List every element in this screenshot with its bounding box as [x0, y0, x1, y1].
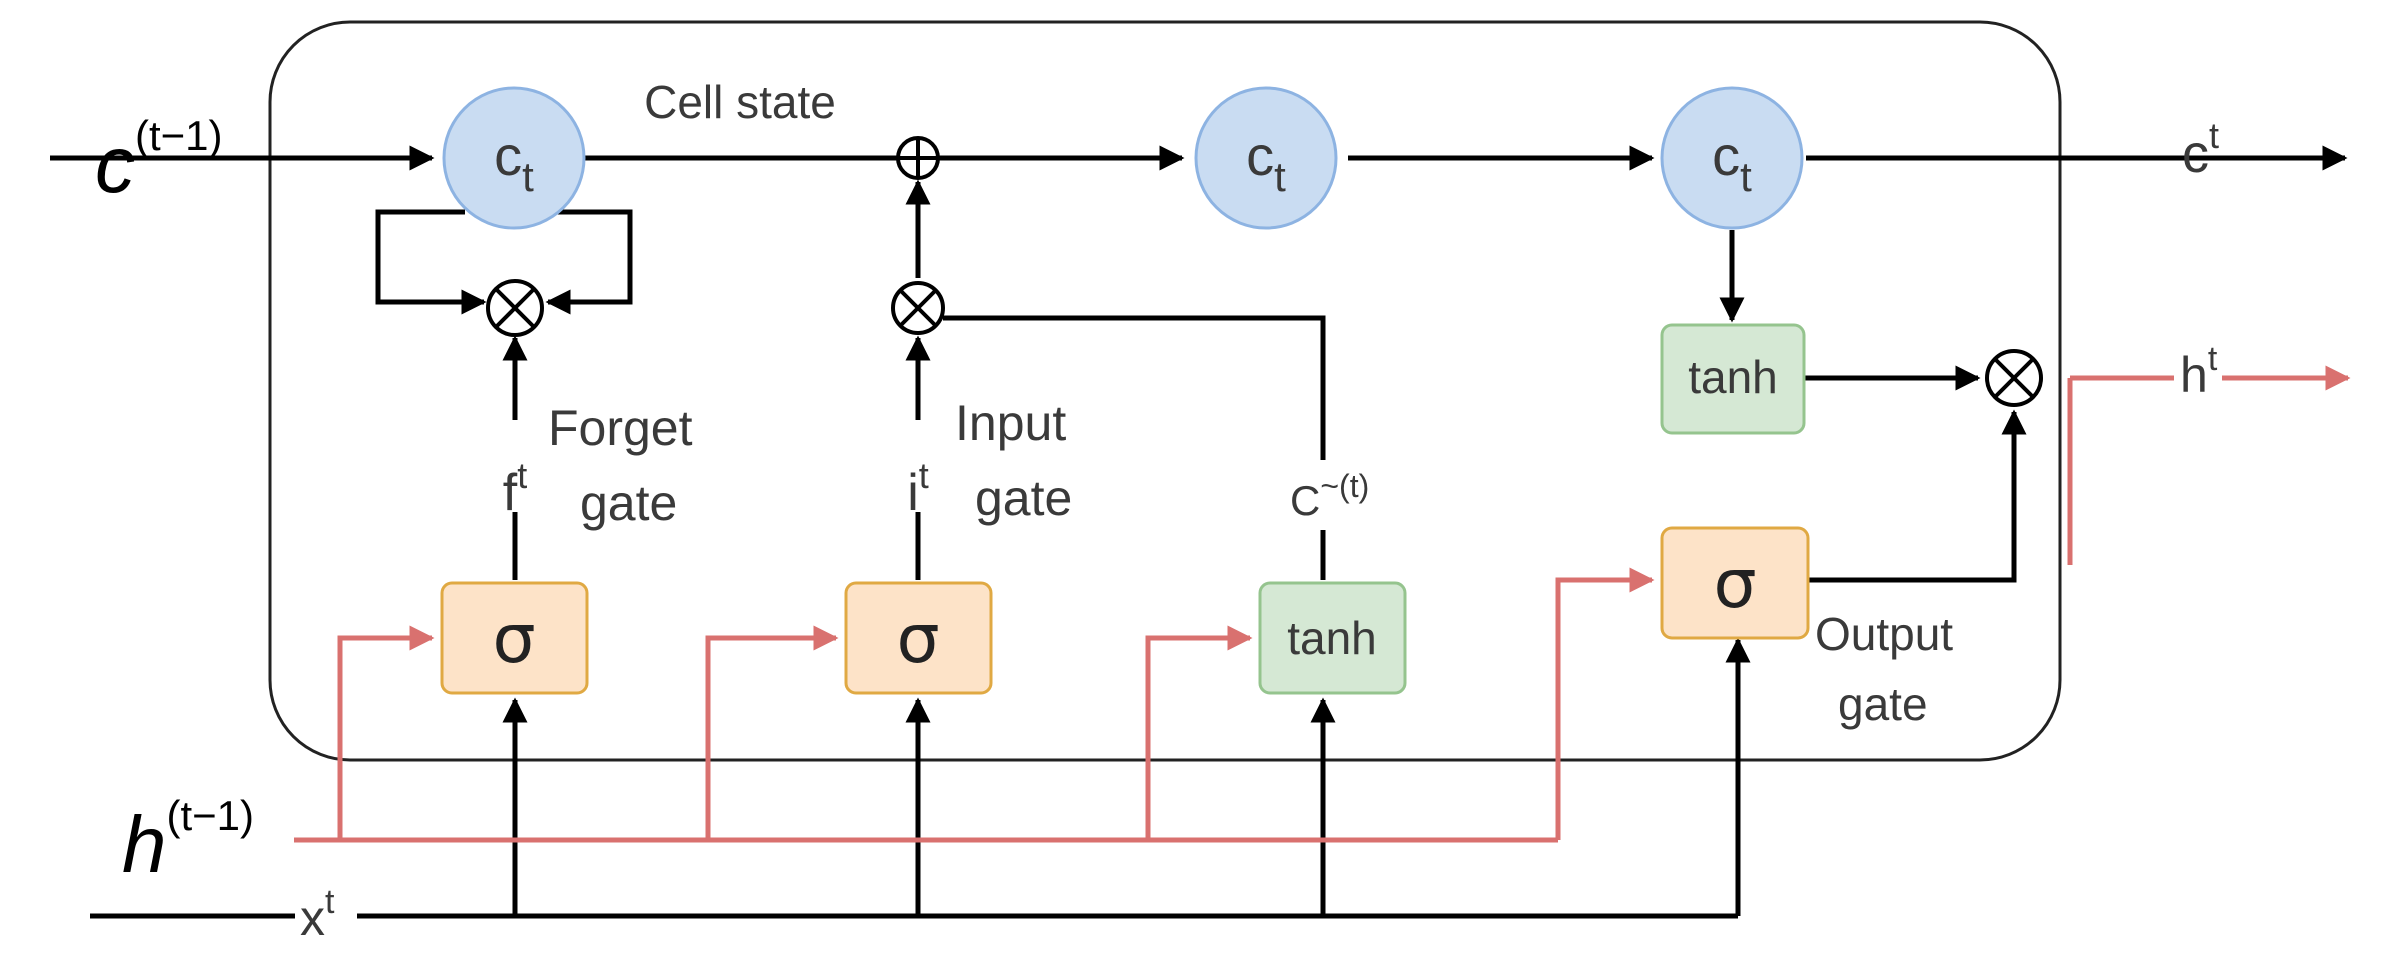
cell-node-subscript: t [522, 153, 534, 200]
circled-times-icon [1985, 349, 2043, 407]
h-to-output-arrow [1555, 567, 1655, 840]
lstm-cell-boundary [268, 20, 2062, 762]
previous-hidden-state-label: h [122, 800, 167, 889]
input-gate-title-line2: gate [975, 470, 1072, 526]
forget-gate-title-line2: gate [580, 475, 677, 531]
output-hidden-state-superscript: t [2208, 340, 2218, 378]
output-hidden-state-label: h [2180, 347, 2208, 403]
output-tanh-box: tanh [1660, 323, 1806, 435]
output-gate-title-line1: Output [1815, 608, 1953, 660]
cell-node-label: c [1712, 124, 1740, 187]
cell-node-subscript: t [1274, 153, 1286, 200]
previous-cell-state-label: c [95, 120, 135, 209]
tanh-label: tanh [1287, 612, 1377, 664]
svg-text:ct: ct [2182, 115, 2219, 184]
svg-text:C~(t): C~(t) [1290, 468, 1369, 524]
svg-text:h(t−1): h(t−1) [122, 792, 254, 889]
input-gate-activation-label: i [907, 464, 919, 522]
circled-times-icon [486, 279, 544, 337]
output-cell-state-label: c [2182, 124, 2209, 184]
svg-text:ft: ft [503, 455, 527, 522]
output-sigma-box: σ [1660, 526, 1810, 640]
candidate-label: C [1290, 477, 1320, 524]
input-gate-activation-superscript: t [919, 455, 929, 496]
forget-gate-title-line1: Forget [548, 400, 693, 456]
cell-node-2: ct [1194, 86, 1338, 230]
svg-text:xt: xt [300, 883, 335, 946]
sigma-symbol: σ [1713, 545, 1756, 624]
input-x-label: x [300, 890, 325, 946]
svg-text:ct: ct [1712, 124, 1752, 200]
previous-hidden-state-superscript: (t−1) [167, 792, 255, 839]
svg-text:c(t−1): c(t−1) [95, 112, 223, 209]
h-to-input-arrow [705, 625, 839, 840]
candidate-superscript: ~(t) [1320, 468, 1369, 504]
output-gate-title-line2: gate [1838, 678, 1928, 730]
forget-sigma-box: σ [440, 581, 589, 695]
cell-node-label: c [1246, 124, 1274, 187]
output-cell-state-superscript: t [2209, 115, 2219, 156]
input-x-superscript: t [325, 883, 335, 921]
cell-node-3: ct [1660, 86, 1804, 230]
svg-text:ct: ct [1246, 124, 1286, 200]
input-sigma-box: σ [844, 581, 993, 695]
tanh-label: tanh [1688, 351, 1778, 403]
sigma-symbol: σ [492, 600, 535, 679]
cell-state-label: Cell state [644, 76, 836, 128]
forget-loop-left [375, 209, 487, 315]
svg-text:ct: ct [494, 124, 534, 200]
sigma-symbol: σ [896, 600, 939, 679]
h-to-candidate-arrow [1145, 625, 1253, 840]
circled-times-icon [891, 281, 945, 335]
previous-cell-state-superscript: (t−1) [135, 112, 223, 159]
forget-loop-right [545, 209, 633, 315]
cell-node-subscript: t [1740, 153, 1752, 200]
circled-plus-icon [896, 136, 940, 180]
candidate-tanh-box: tanh [1258, 581, 1407, 695]
svg-text:ht: ht [2180, 340, 2218, 403]
h-to-forget-arrow [337, 625, 435, 840]
input-gate-title-line1: Input [955, 395, 1066, 451]
forget-gate-activation-superscript: t [517, 455, 527, 496]
cell-node-1: ct [442, 86, 586, 230]
cell-node-label: c [494, 124, 522, 187]
svg-text:it: it [907, 455, 929, 522]
output-gate-to-multiply-arrow [1808, 409, 2027, 583]
forget-gate-activation-label: f [503, 464, 518, 522]
